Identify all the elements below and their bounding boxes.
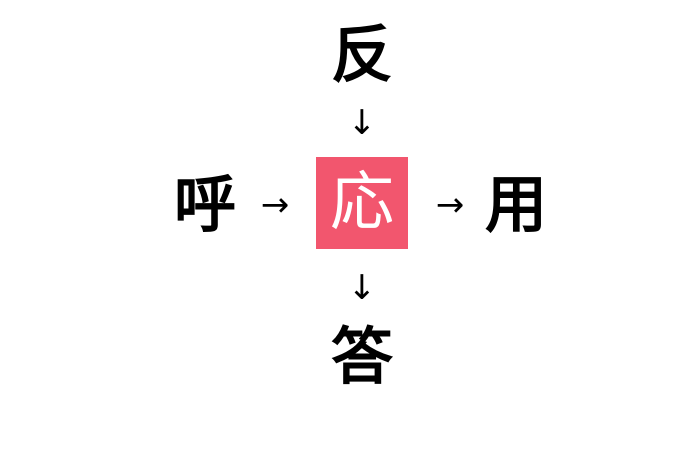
left-kanji: 呼 bbox=[173, 168, 236, 241]
arrow-right-left-icon: → bbox=[260, 185, 290, 225]
arrow-right-center-icon: → bbox=[435, 185, 465, 225]
arrow-down-top-icon: ↓ bbox=[347, 103, 377, 143]
right-kanji: 用 bbox=[484, 168, 547, 241]
bottom-kanji: 答 bbox=[330, 320, 393, 393]
answer-box: 応 bbox=[316, 157, 408, 249]
top-kanji: 反 bbox=[330, 18, 393, 91]
arrow-down-bottom-icon: ↓ bbox=[347, 268, 377, 308]
